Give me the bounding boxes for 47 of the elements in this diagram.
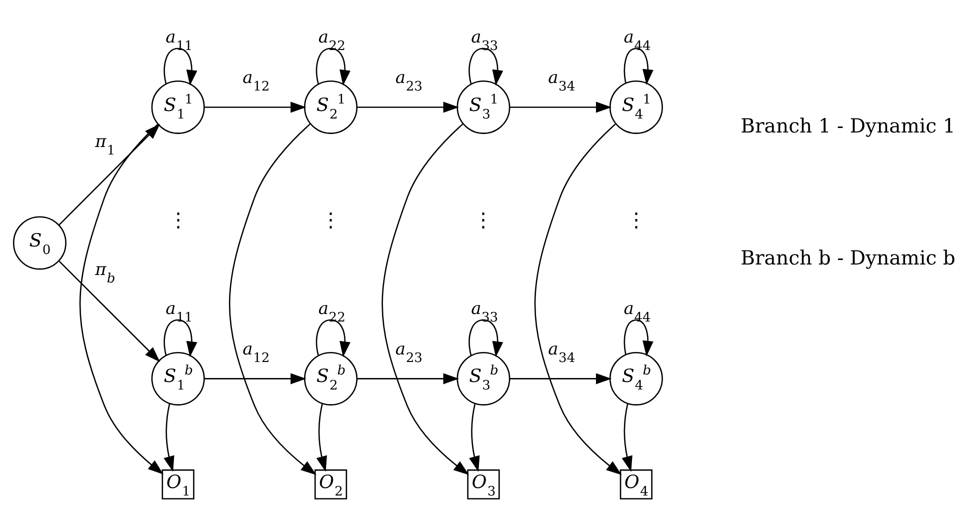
arrow — [468, 48, 504, 86]
arrow — [382, 123, 470, 476]
edge-label: a$_{11}$ — [166, 298, 193, 326]
edge-label: a$_{11}$ — [166, 26, 193, 54]
edge-label: a$_{34}$ — [548, 66, 576, 94]
edge-label: a$_{33}$ — [471, 298, 498, 326]
edge-label: a$_{23}$ — [395, 338, 422, 366]
arrow — [58, 260, 160, 362]
arrow — [510, 102, 612, 113]
arrow — [204, 102, 306, 113]
arrow — [164, 48, 198, 86]
edge-label: π$_{1}$ — [95, 130, 116, 158]
label: ⋮ — [474, 208, 494, 232]
arrow — [204, 373, 306, 384]
arrow — [622, 404, 632, 472]
arrow — [357, 102, 459, 113]
arrow — [164, 404, 174, 472]
node-box: O$_{4}$ — [620, 469, 652, 500]
edge-label: a$_{12}$ — [242, 66, 270, 94]
arrow — [468, 319, 504, 358]
arrow — [229, 123, 316, 476]
label: ⋮ — [168, 208, 188, 232]
arrow — [164, 319, 198, 358]
edge-label: a$_{12}$ — [242, 338, 270, 366]
edge-label: a$_{33}$ — [471, 26, 498, 54]
node-box: O$_{3}$ — [467, 469, 500, 500]
node-box: O$_{2}$ — [314, 469, 348, 500]
edge-label: a$_{23}$ — [395, 66, 422, 94]
arrow — [469, 404, 480, 472]
arrow — [624, 48, 654, 86]
edge-label: a$_{44}$ — [624, 298, 651, 326]
node-circle: S$_{0}$ — [12, 216, 66, 270]
arrow — [316, 319, 350, 358]
label: Branch 1 - Dynamic 1 — [740, 114, 956, 138]
label: ⋮ — [320, 208, 341, 232]
edge-label: a$_{34}$ — [548, 338, 576, 366]
arrow — [534, 123, 622, 476]
label: ⋮ — [626, 208, 646, 232]
arrow — [357, 373, 459, 384]
node-box: O$_{1}$ — [162, 469, 194, 500]
arrow — [316, 48, 350, 86]
arrow — [510, 373, 612, 384]
label: Branch b - Dynamic b — [740, 246, 956, 270]
edge-label: π$_{b}$ — [95, 258, 116, 286]
arrow — [316, 404, 327, 472]
arrow — [624, 319, 654, 357]
edge-label: a$_{44}$ — [624, 26, 651, 54]
